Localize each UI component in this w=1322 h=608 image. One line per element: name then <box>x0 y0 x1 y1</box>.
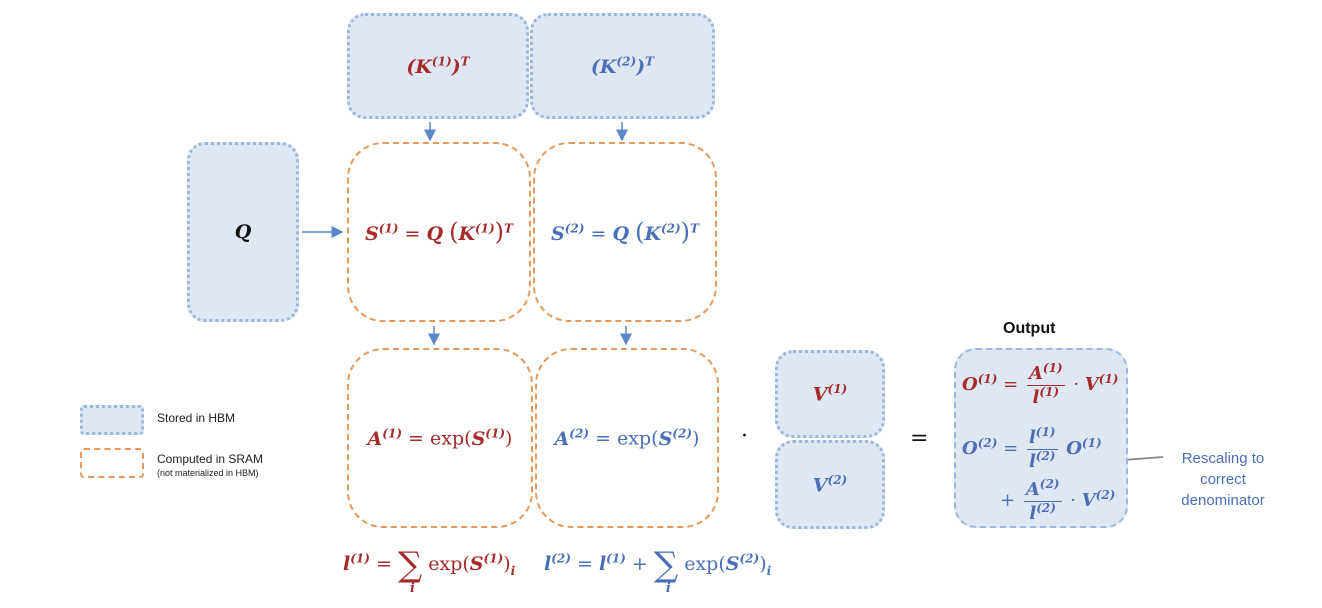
legend-sram-label: Computed in SRAM <box>157 452 264 466</box>
output-block <box>954 348 1128 528</box>
dot-operator: · <box>741 424 748 449</box>
s1-block: S(1) = Q (K(1))T <box>347 142 531 322</box>
l1-equation: l(1) = ∑i exp(S(1))i <box>343 545 516 596</box>
legend-hbm-label: Stored in HBM <box>157 411 236 425</box>
k1-label: (K(1))T <box>406 54 470 78</box>
k2-label: (K(2))T <box>590 54 655 78</box>
legend-sram-sublabel: (not materialized in HBM) <box>157 468 259 478</box>
rescaling-annotation: Rescaling to correct denominator <box>1181 450 1265 509</box>
v2-block: V(2) <box>775 440 885 529</box>
o2-equation-second-term: + A(2)l(2) · V(2) <box>1000 477 1116 524</box>
q-block: Q <box>187 142 299 322</box>
legend-sram-swatch <box>80 448 144 478</box>
v1-label: V(1) <box>812 382 848 406</box>
o2-equation: O(2) = l(1)l(2) O(1) <box>962 425 1102 472</box>
o1-equation: O(1) = A(1)l(1) · V(1) <box>962 361 1119 408</box>
v1-block: V(1) <box>775 350 885 438</box>
a2-equation: A(2) = exp(S(2)) <box>554 426 700 450</box>
l2-equation: l(2) = l(1) + ∑i exp(S(2))i <box>544 545 772 596</box>
s2-block: S(2) = Q (K(2))T <box>533 142 717 322</box>
equals-operator: = <box>910 426 929 451</box>
q-label: Q <box>234 221 252 243</box>
legend-hbm-swatch <box>80 405 144 435</box>
a2-block: A(2) = exp(S(2)) <box>535 348 719 528</box>
a1-block: A(1) = exp(S(1)) <box>347 348 533 528</box>
k1-block: (K(1))T <box>347 13 529 119</box>
v2-label: V(2) <box>812 472 848 497</box>
s1-equation: S(1) = Q (K(1))T <box>365 218 513 246</box>
output-title: Output <box>1003 320 1056 337</box>
s2-equation: S(2) = Q (K(2))T <box>551 218 699 246</box>
k2-block: (K(2))T <box>530 13 715 119</box>
a1-equation: A(1) = exp(S(1)) <box>367 426 513 450</box>
